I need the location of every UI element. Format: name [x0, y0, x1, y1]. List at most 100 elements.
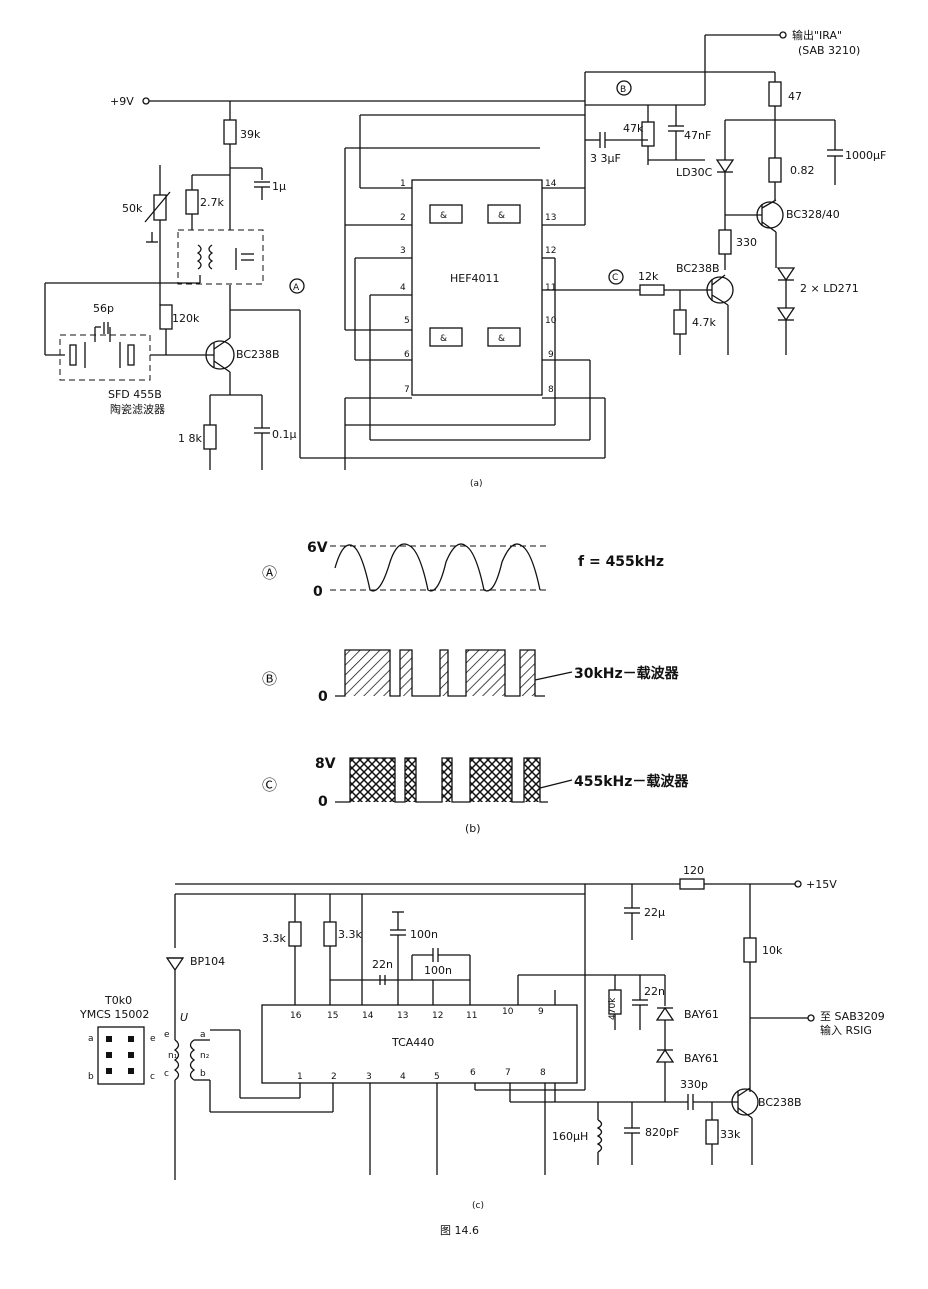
coil-module-pinout: [97, 1026, 145, 1085]
svg-text:7: 7: [505, 1068, 511, 1078]
label-bp104: BP104: [190, 955, 225, 968]
svg-text:5: 5: [404, 316, 410, 326]
svg-text:e: e: [150, 1034, 156, 1044]
resistor-3-3k-b: [323, 921, 337, 947]
svg-text:4: 4: [400, 283, 406, 293]
label-100n-a: 100n: [410, 928, 438, 941]
nand-gate-2: [487, 204, 521, 224]
label-820pf: 820pF: [645, 1126, 679, 1139]
svg-text:e: e: [164, 1030, 170, 1040]
svg-text:b: b: [200, 1069, 206, 1079]
test-point-b: [616, 80, 632, 96]
resistor-39k: [223, 119, 237, 145]
test-point-a: [289, 278, 305, 294]
wave-c-label: 455kHz－载波器: [574, 773, 689, 790]
svg-text:11: 11: [545, 283, 556, 293]
label-bc238b-q2: BC238B: [676, 262, 720, 275]
label-n1: n₁: [168, 1051, 178, 1061]
nand-gate-4: [487, 327, 521, 347]
svg-text:4: 4: [400, 1072, 406, 1082]
svg-text:B: B: [620, 85, 626, 95]
label-3-3uf: 3 3μF: [590, 152, 621, 165]
svg-text:6: 6: [404, 350, 410, 360]
wave-a-high: 6V: [307, 540, 328, 556]
label-0-1u: 0.1μ: [272, 428, 297, 441]
resistor-3-3k-a: [288, 921, 302, 947]
label-ymcs15002: YMCS 15002: [79, 1008, 149, 1021]
svg-text:12: 12: [545, 246, 556, 256]
tca440-pins-bottom: 1 2 3 4 5 6 7 8: [297, 1068, 546, 1082]
label-22u: 22μ: [644, 906, 665, 919]
label-2-7k: 2.7k: [200, 196, 224, 209]
svg-text:9: 9: [548, 350, 554, 360]
svg-text:A: A: [293, 283, 300, 293]
label-160uh: 160μH: [552, 1130, 588, 1143]
label-hef4011: HEF4011: [450, 272, 500, 285]
label-22n: 22n: [372, 958, 393, 971]
svg-text:3: 3: [400, 246, 406, 256]
label-3-3k-b: 3.3k: [338, 928, 362, 941]
label-sfd-455b: SFD 455B: [108, 388, 162, 401]
label-coil-u: U: [180, 1011, 188, 1024]
ic-hef4011: [411, 179, 543, 396]
label-1u: 1μ: [272, 180, 286, 193]
resistor-0-82: [768, 157, 782, 183]
resistor-1-8k: [203, 424, 217, 450]
waveforms-b: Ⓐ 6V 0 f = 455kHz Ⓑ 0 30kHz－载波器 Ⓒ 8V 0: [262, 540, 689, 835]
supply-terminal-9v: [142, 97, 150, 105]
svg-text:11: 11: [466, 1011, 477, 1021]
figure-title: 图 14.6: [440, 1224, 479, 1237]
ceramic-filter: [59, 334, 151, 381]
label-n2: n₂: [200, 1051, 210, 1061]
label-47nf: 47nF: [684, 129, 711, 142]
svg-text:7: 7: [404, 385, 410, 395]
label-47k: 47k: [623, 122, 644, 135]
wave-c-marker: Ⓒ: [262, 776, 277, 794]
label-output-ira: 输出"IRA": [792, 28, 842, 42]
svg-text:6: 6: [470, 1068, 476, 1078]
label-ld271: 2 × LD271: [800, 282, 859, 295]
led-ld30c: [715, 159, 735, 174]
caption-a: (a): [470, 479, 483, 489]
svg-text:3: 3: [366, 1072, 372, 1082]
wave-b-label: 30kHz－载波器: [574, 665, 680, 682]
resistor-47k: [641, 121, 655, 147]
resistor-120: [679, 878, 705, 890]
wave-a-low: 0: [313, 584, 323, 600]
svg-text:&: &: [498, 211, 505, 221]
label-120: 120: [683, 864, 704, 877]
svg-text:&: &: [440, 334, 447, 344]
output-terminal-ira: [779, 31, 787, 39]
label-bay61-2: BAY61: [684, 1052, 719, 1065]
resistor-2-7k: [185, 189, 199, 215]
inductor-160uh: [596, 1119, 603, 1153]
label-ceramic-filter: 陶瓷滤波器: [110, 402, 165, 416]
label-bay61-1: BAY61: [684, 1008, 719, 1021]
svg-text:9: 9: [538, 1007, 544, 1017]
ic-tca440: [261, 1004, 578, 1084]
label-100n-b: 100n: [424, 964, 452, 977]
svg-text:c: c: [164, 1069, 169, 1079]
svg-text:10: 10: [502, 1007, 514, 1017]
wave-a-sine: [334, 543, 541, 592]
supply-terminal-15v: [794, 880, 802, 888]
diode-bay61-1: [655, 1006, 675, 1021]
supply-label-9v: +9V: [110, 95, 134, 108]
svg-text:&: &: [440, 211, 447, 221]
resistor-330: [718, 229, 732, 255]
label-10k: 10k: [762, 944, 783, 957]
transistor-bc238b-c: [731, 1088, 759, 1116]
label-rsig: 输入 RSIG: [820, 1023, 872, 1037]
if-transformer: [177, 229, 264, 285]
ic-pins-left: 1 2 3 4 5 6 7: [400, 179, 410, 395]
label-470k: 470k: [608, 997, 618, 1020]
label-0-82: 0.82: [790, 164, 815, 177]
svg-text:8: 8: [548, 385, 554, 395]
svg-text:a: a: [88, 1034, 94, 1044]
nand-gate-3: [429, 327, 463, 347]
photodiode-bp104: [165, 957, 185, 972]
label-50k: 50k: [122, 202, 143, 215]
label-22n-b: 22n: [644, 985, 665, 998]
circuit-c: 120 +15V 22μ 10k 至 SAB3209 输入 RSIG BP104…: [79, 864, 885, 1211]
